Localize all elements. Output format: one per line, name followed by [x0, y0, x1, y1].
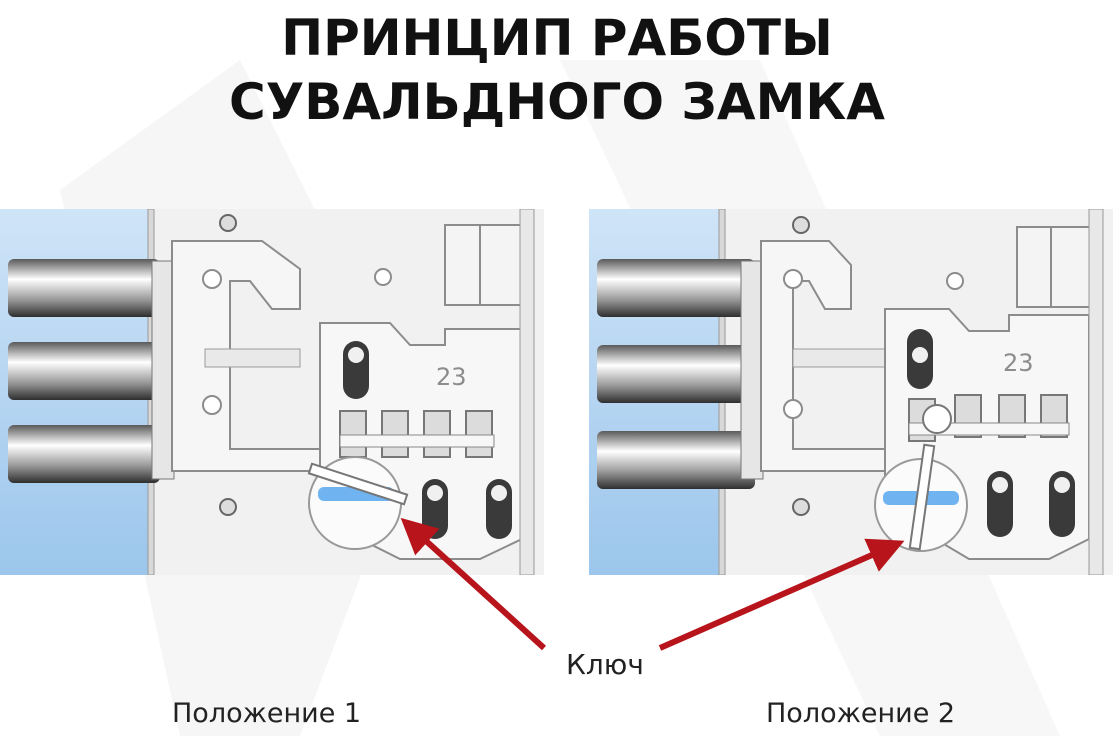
key-blade [307, 462, 409, 506]
title-line-2: СУВАЛЬДНОГО ЗАМКА [229, 73, 885, 131]
lever-number: 23 [436, 363, 467, 391]
position-2-label: Положение 2 [766, 698, 956, 729]
locking-bolts [597, 259, 755, 489]
page-title: ПРИНЦИП РАБОТЫ СУВАЛЬДНОГО ЗАМКА [0, 6, 1114, 134]
title-line-1: ПРИНЦИП РАБОТЫ [281, 9, 833, 67]
locking-bolts [8, 259, 160, 483]
lever-gates [339, 410, 493, 458]
lever-number: 23 [1003, 349, 1034, 377]
position-1-label: Положение 1 [172, 698, 362, 729]
lock-diagram-position-2: 23 [589, 209, 1113, 575]
key-blade [908, 443, 936, 551]
key-label: Ключ [566, 648, 644, 681]
lock-diagram-position-1: 23 [0, 209, 544, 575]
